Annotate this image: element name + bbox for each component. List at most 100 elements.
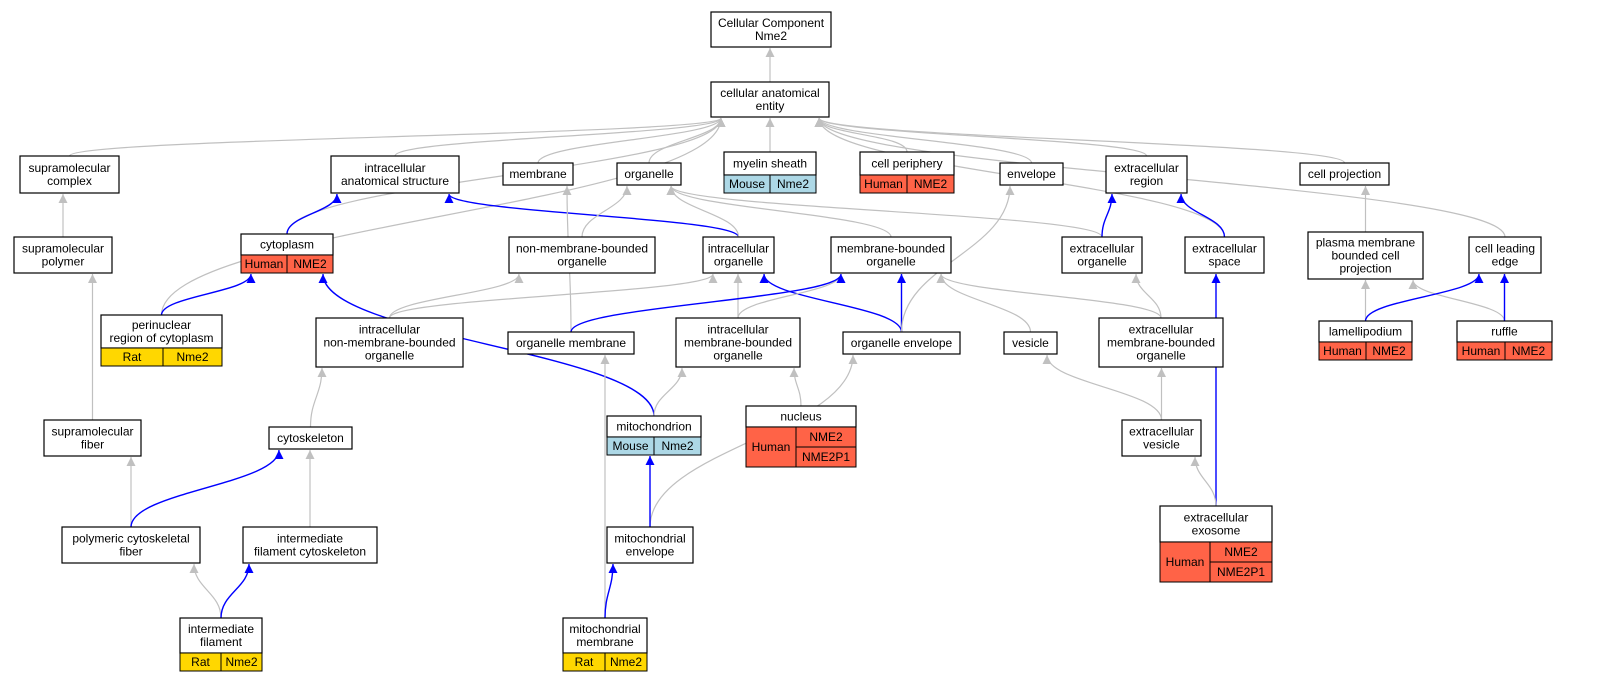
node-intra-nonmem[interactable]: intracellularnon-membrane-boundedorganel… <box>315 317 464 368</box>
edge-is-a <box>388 273 524 319</box>
species-label: Rat <box>191 655 210 669</box>
node-envelope[interactable]: envelope <box>999 162 1064 186</box>
node-box <box>508 236 656 274</box>
node-box <box>1468 236 1542 274</box>
node-label-line: entity <box>756 99 785 113</box>
gene-label: Nme2 <box>777 177 809 191</box>
gene-cell <box>769 174 817 194</box>
node-label-line: organelle <box>714 255 764 269</box>
node-label-line: membrane <box>509 167 567 181</box>
node-org-membrane[interactable]: organelle membrane <box>507 331 635 355</box>
gene-cell <box>653 436 702 456</box>
edge-is-a <box>1408 279 1506 322</box>
node-label-line: non-membrane-bounded <box>516 242 648 256</box>
node-label-line: extracellular <box>1129 425 1194 439</box>
node-label-line: extracellular <box>1129 323 1194 337</box>
edge-part-of <box>759 273 903 333</box>
edge-is-a <box>537 117 726 164</box>
node-label-line: organelle <box>557 255 607 269</box>
gene-label: NME2 <box>1224 545 1258 559</box>
gene-label: NME2 <box>809 430 843 444</box>
edge-is-a <box>666 185 1103 238</box>
gene-label: NME2 <box>293 257 327 271</box>
gene-cell <box>1365 341 1413 361</box>
node-label-line: intracellular <box>359 323 420 337</box>
edge-is-a <box>309 367 327 428</box>
edge-part-of <box>1176 193 1226 238</box>
node-cell-projection[interactable]: cell projection <box>1299 162 1390 186</box>
node-label-line: vesicle <box>1143 438 1180 452</box>
node-label-line: membrane-bounded <box>1107 336 1215 350</box>
gene-label: NME2 <box>1512 344 1546 358</box>
node-label-line: extracellular <box>1184 511 1249 525</box>
node-membrane[interactable]: membrane <box>502 162 574 186</box>
species-label: Rat <box>123 350 142 364</box>
node-label-line: space <box>1208 255 1240 269</box>
node-label-line: organelle envelope <box>851 336 953 350</box>
node-box <box>179 617 263 654</box>
node-label-line: intermediate <box>277 532 343 546</box>
node-label-line: organelle <box>866 255 916 269</box>
node-label-line: cellular anatomical <box>720 86 819 100</box>
node-label-line: non-membrane-bounded <box>323 336 455 350</box>
node-org-envelope[interactable]: organelle envelope <box>842 331 961 355</box>
node-box <box>19 155 120 194</box>
edge-part-of <box>1364 273 1484 322</box>
edge-is-a <box>814 117 1033 164</box>
gene-cell <box>906 174 955 194</box>
node-label-line: cell periphery <box>871 157 942 171</box>
node-box <box>842 331 961 355</box>
node-label-line: edge <box>1492 255 1519 269</box>
edge-is-a <box>737 273 846 319</box>
edge-is-a <box>666 185 892 238</box>
node-vesicle[interactable]: vesicle <box>1003 331 1058 355</box>
node-label-line: intracellular <box>364 161 425 175</box>
node-label-line: myelin sheath <box>733 157 807 171</box>
node-box <box>1105 155 1188 194</box>
species-label: Human <box>1323 344 1362 358</box>
gene-label: Nme2 <box>661 439 693 453</box>
edge-part-of <box>160 273 256 316</box>
species-label: Human <box>1462 344 1501 358</box>
node-label-line: organelle membrane <box>516 336 626 350</box>
edge-part-of <box>1101 193 1117 238</box>
node-organelle[interactable]: organelle <box>616 162 682 186</box>
node-box <box>606 526 694 564</box>
node-label-line: Nme2 <box>755 29 787 43</box>
edge-part-of <box>318 273 655 417</box>
node-box <box>1098 317 1224 368</box>
node-cytoskeleton[interactable]: cytoskeleton <box>268 426 353 450</box>
node-box <box>13 236 113 274</box>
